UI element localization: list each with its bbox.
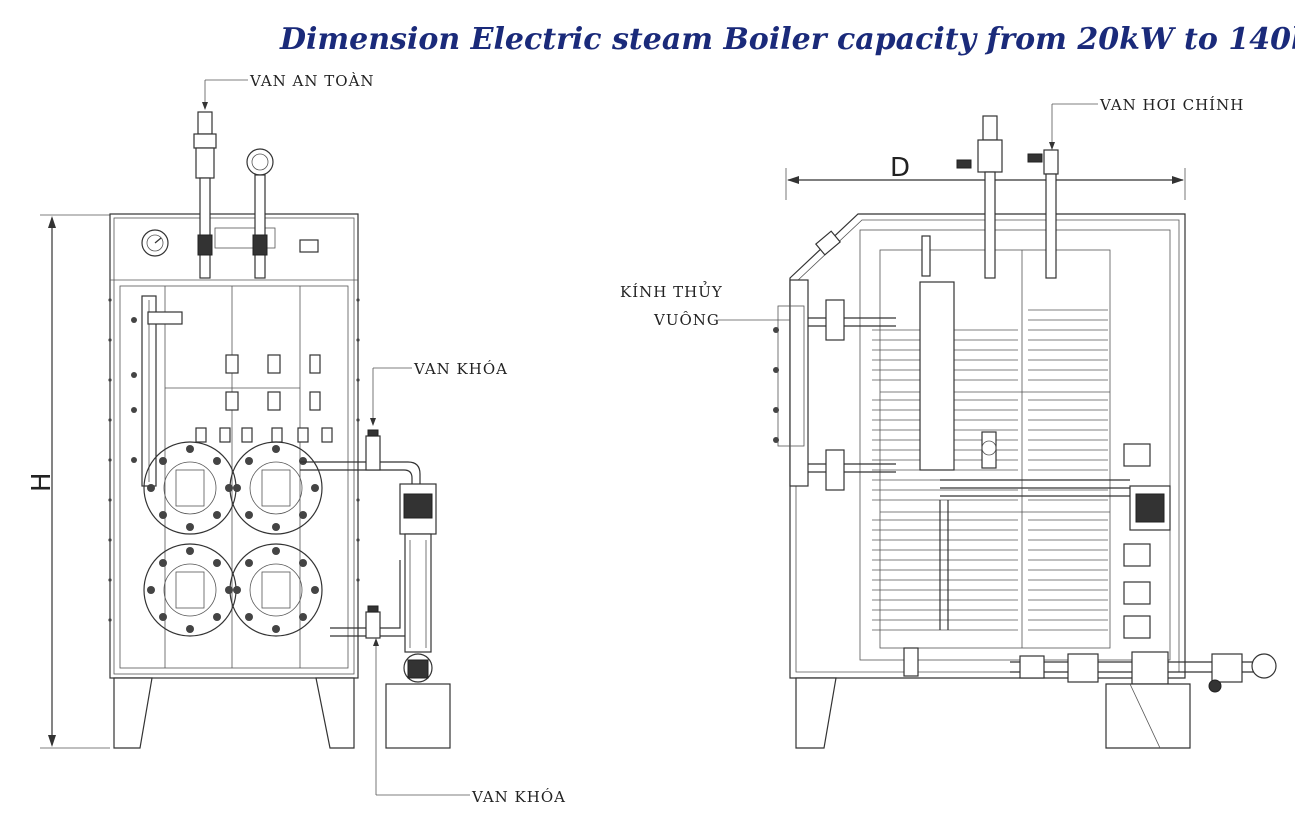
safety-valve-label: VAN AN TOÀN [249,72,375,90]
side-view: D [620,96,1277,749]
sight-glass-label-line1: KÍNH THỦY [620,281,723,301]
side-legs [795,647,1191,749]
side-bottom-pipe [1010,651,1277,693]
callout-lock-valve-top: VAN KHÓA [370,360,508,426]
callout-lock-valve-bottom: VAN KHÓA [373,638,566,806]
front-view: H [27,72,566,806]
steam-valve-top [246,148,274,279]
lock-valve-top-label: VAN KHÓA [413,360,508,378]
front-sight-glass [131,295,183,487]
height-label: H [27,472,57,492]
feed-pump [385,483,451,749]
side-piping-stack [939,443,1171,639]
safety-valve [193,111,217,279]
heater-fins [872,309,1108,631]
page-title: Dimension Electric steam Boiler capacity… [279,22,1295,57]
pressure-gauge [141,229,169,257]
main-steam-valve-label: VAN HƠI CHÍNH [1099,96,1244,114]
heater-flanges [143,441,323,637]
depth-label: D [890,153,910,183]
side-top-valves [956,115,1059,279]
callout-safety-valve: VAN AN TOÀN [202,72,375,110]
side-sight-glass [773,279,896,491]
lock-valve-bottom-label: VAN KHÓA [471,788,566,806]
side-rivets [108,298,360,622]
sight-glass-label-line2: VUÔNG [653,311,720,329]
front-legs [113,677,355,749]
level-probes [195,354,333,443]
callout-main-steam-valve: VAN HƠI CHÍNH [1049,96,1244,150]
height-dimension: H [27,214,110,749]
callout-sight-glass: KÍNH THỦY VUÔNG [620,281,790,329]
